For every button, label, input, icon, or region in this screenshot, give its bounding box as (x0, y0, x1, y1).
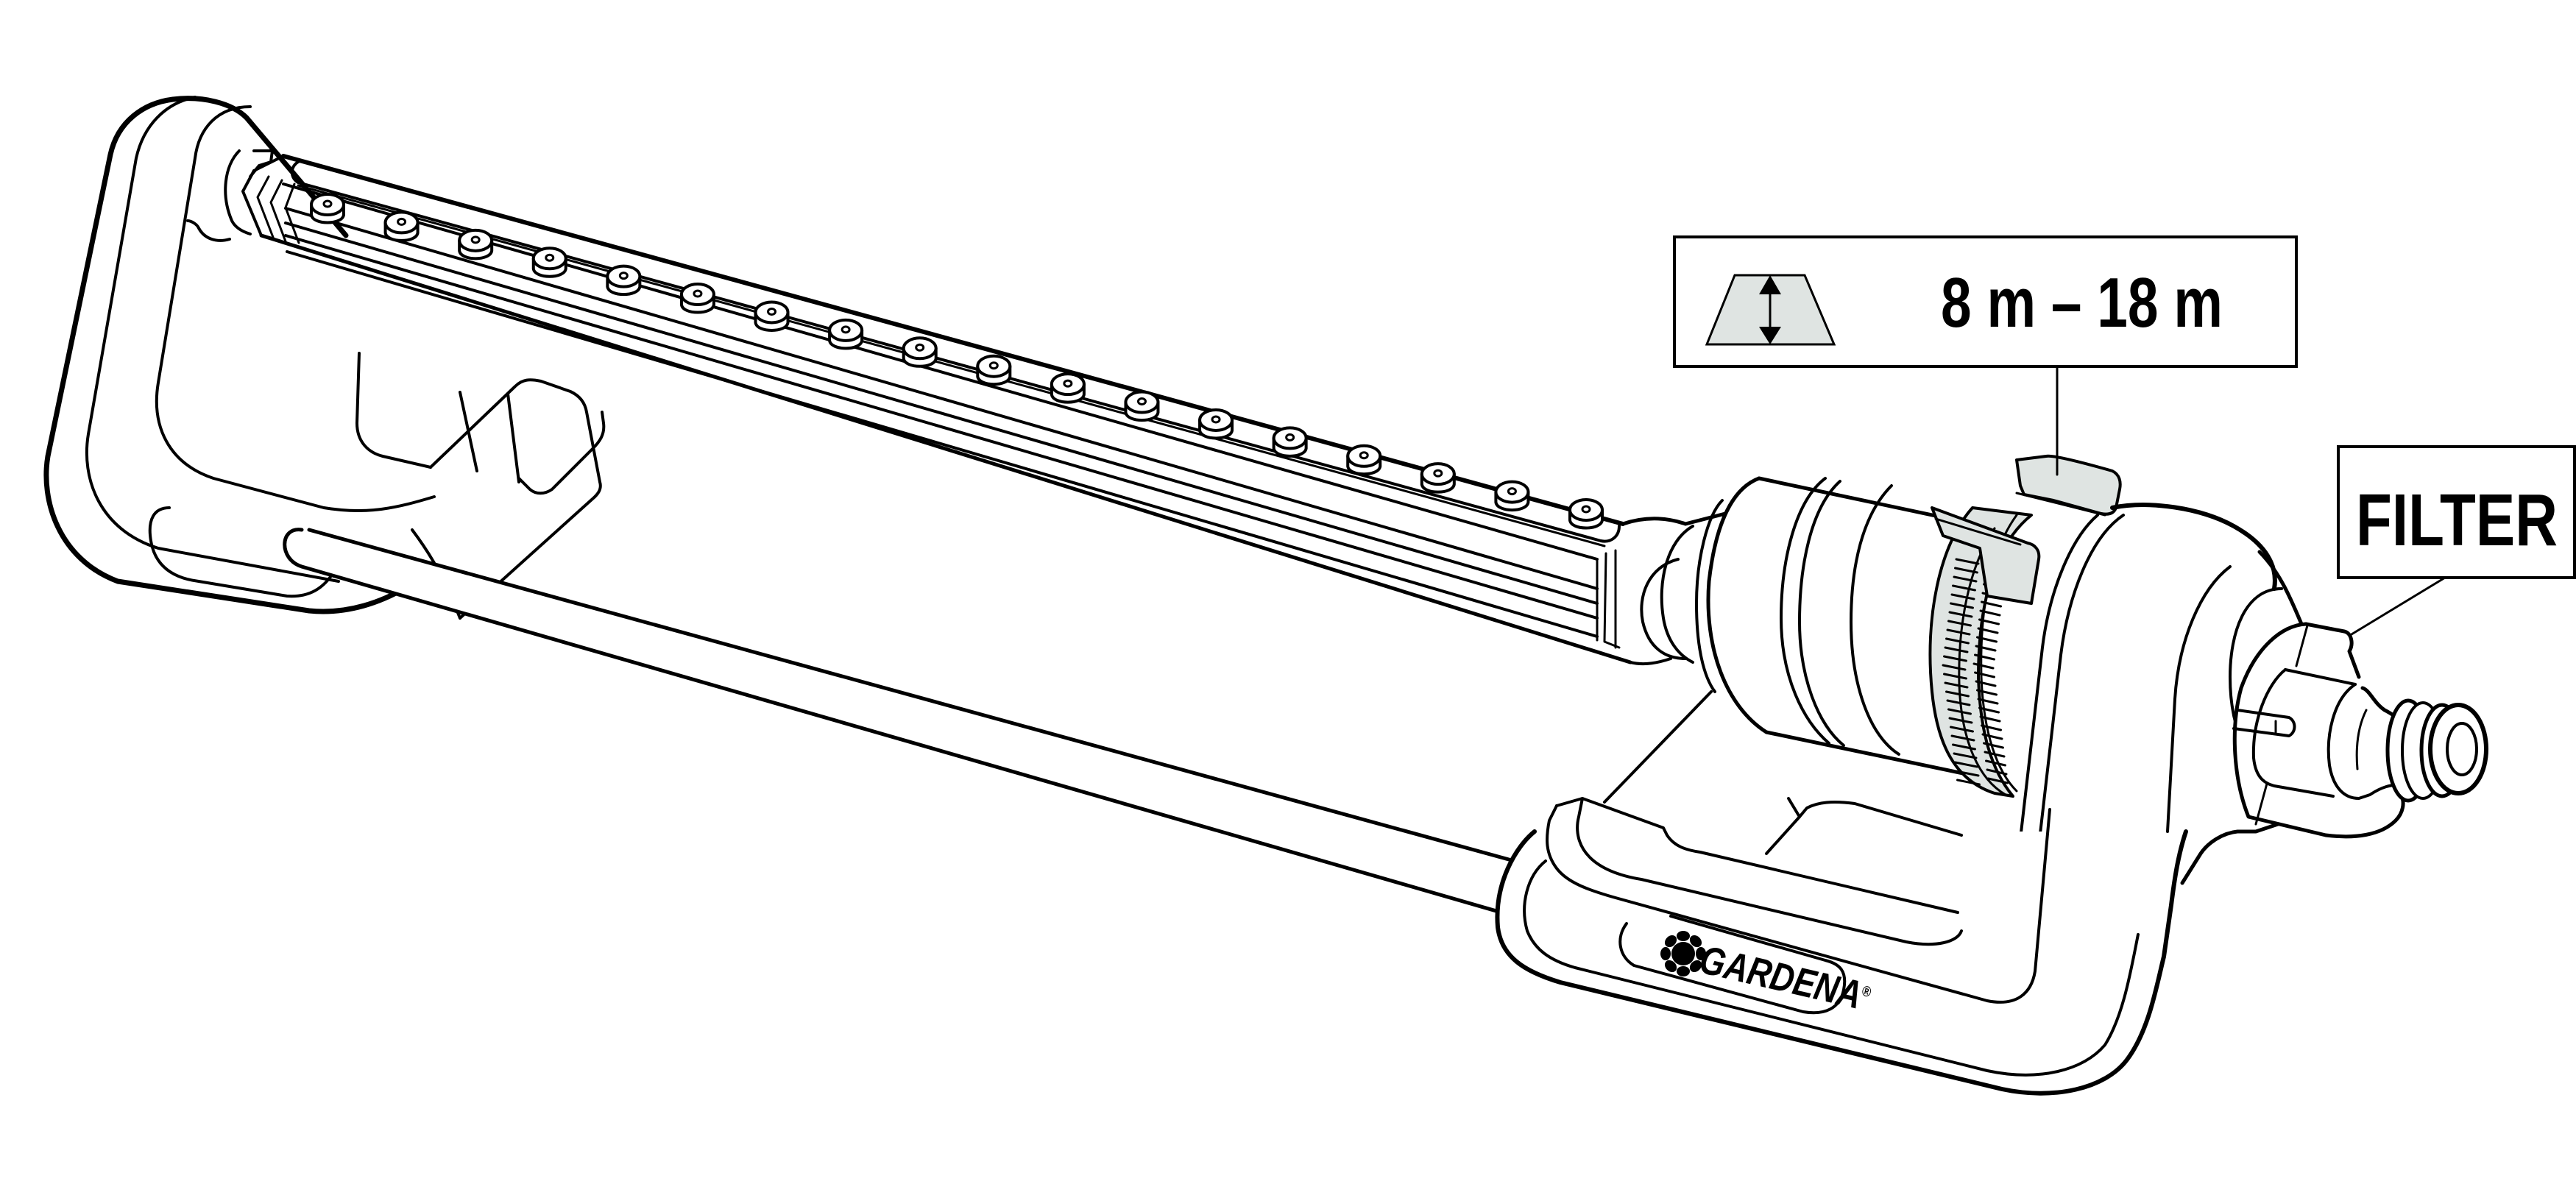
left-end-frame (43, 96, 436, 614)
filter-callout: FILTER (2337, 445, 2576, 579)
right-end-frame (1495, 503, 2306, 1096)
hose-connector (2232, 622, 2488, 839)
spray-width-trapezoid-icon (1705, 274, 1836, 346)
range-adjuster (1928, 454, 2122, 798)
range-callout: 8 m – 18 m (1673, 235, 2298, 368)
drive-housing (1621, 476, 1997, 782)
filter-label: FILTER (2356, 479, 2558, 561)
rear-rod (283, 528, 1535, 915)
callout-leaders (2056, 366, 2446, 636)
nozzle-row (310, 193, 1604, 530)
gardena-flower-icon (1660, 931, 1706, 976)
filter-leader-line (2350, 576, 2446, 636)
sprinkler-arm (224, 149, 1632, 664)
range-label: 8 m – 18 m (1941, 263, 2223, 342)
